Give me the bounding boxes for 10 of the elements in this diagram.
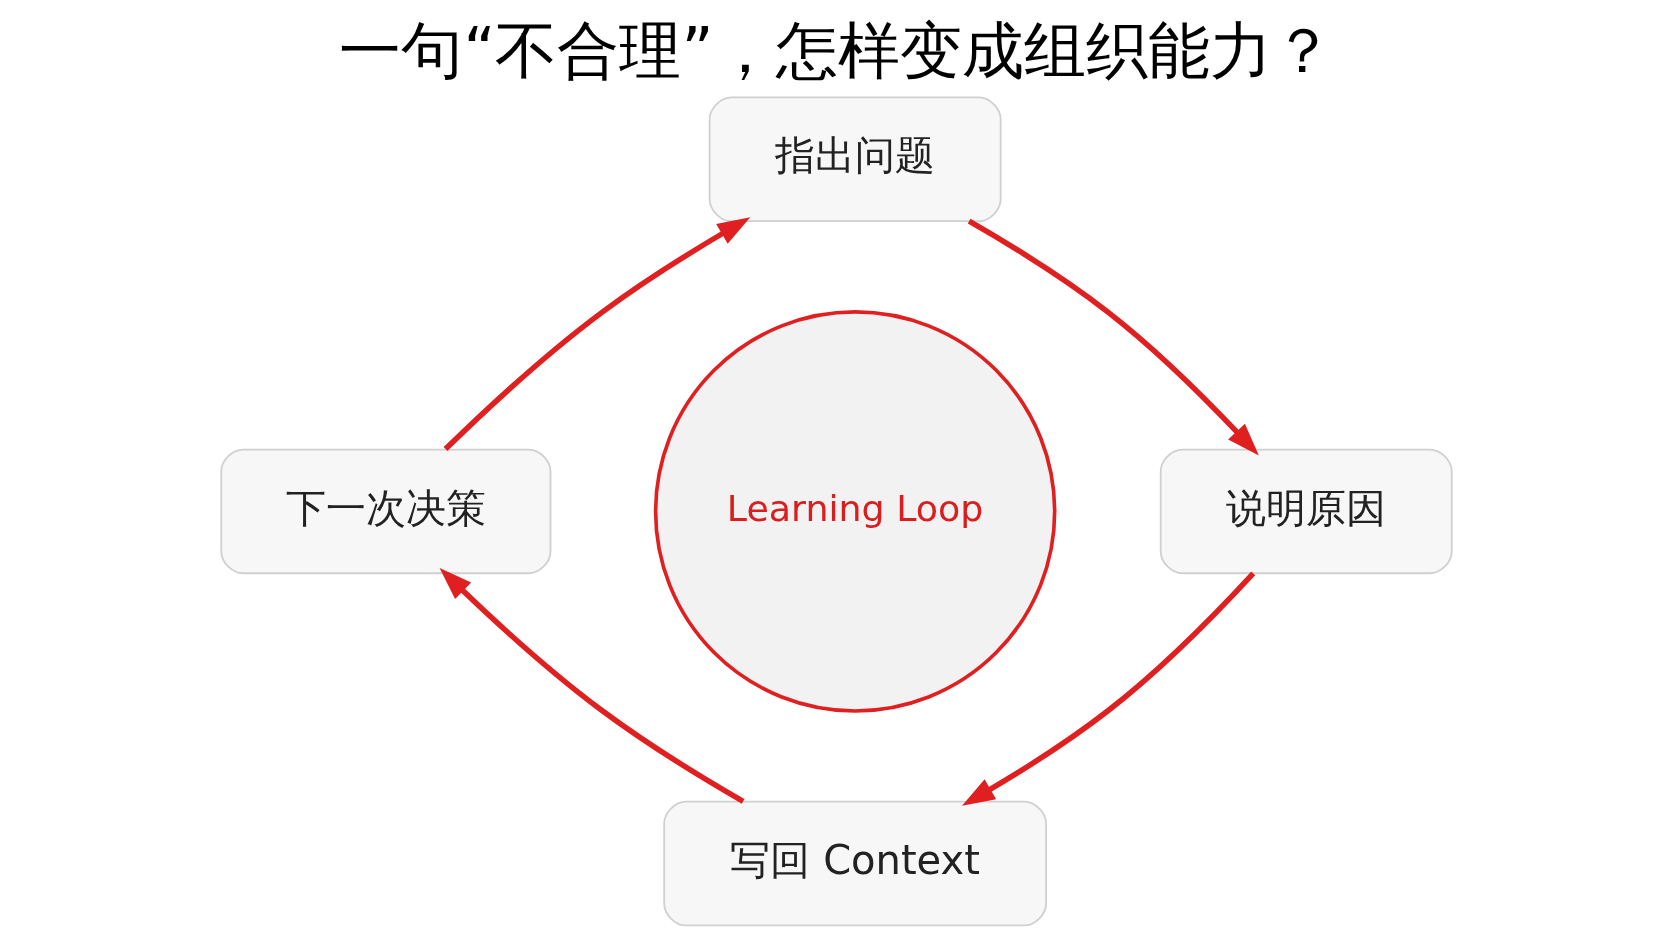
node-box: 指出问题 bbox=[708, 96, 1002, 223]
diagram-title: 一句“不合理”，怎样变成组织能力？ bbox=[338, 15, 1334, 88]
node-box: 写回 Context bbox=[662, 800, 1047, 927]
node-circle: Learning Loop bbox=[653, 310, 1056, 713]
node-box: 下一次决策 bbox=[219, 448, 551, 575]
arrow bbox=[967, 218, 1259, 456]
arrow bbox=[961, 571, 1255, 806]
node-box: 说明原因 bbox=[1159, 448, 1453, 575]
arrow bbox=[439, 568, 745, 804]
arrow bbox=[443, 217, 750, 452]
